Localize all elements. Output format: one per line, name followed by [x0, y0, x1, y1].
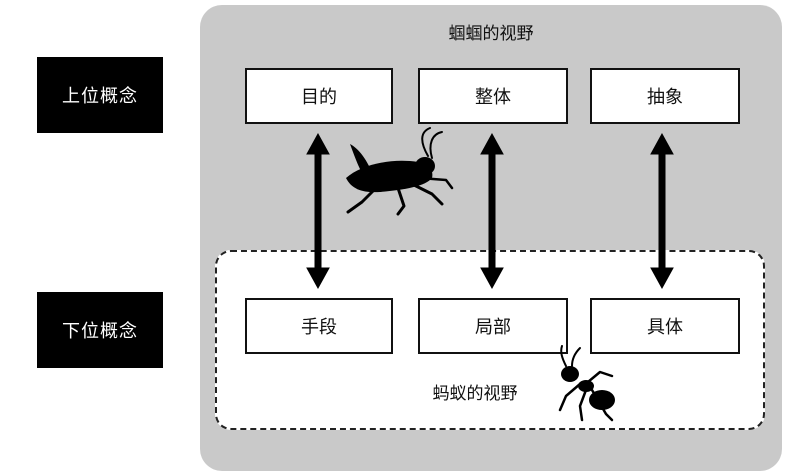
concept-box-part: 局部 [418, 298, 568, 354]
double-arrow-icon [480, 132, 504, 290]
grasshopper-icon [346, 127, 454, 216]
lower-concept-label: 下位概念 [37, 292, 163, 368]
concept-box-means: 手段 [245, 298, 393, 354]
double-arrow-icon [306, 132, 330, 290]
concept-box-purpose: 目的 [245, 68, 393, 124]
concept-box-concrete: 具体 [590, 298, 740, 354]
ant-view-title: 蚂蚁的视野 [432, 384, 518, 404]
concept-box-abstract: 抽象 [590, 68, 740, 124]
concept-box-whole: 整体 [418, 68, 568, 124]
double-arrow-icon [650, 132, 674, 290]
upper-concept-label: 上位概念 [37, 57, 163, 133]
grasshopper-view-title: 蝈蝈的视野 [448, 24, 534, 44]
ant-icon [558, 345, 615, 422]
